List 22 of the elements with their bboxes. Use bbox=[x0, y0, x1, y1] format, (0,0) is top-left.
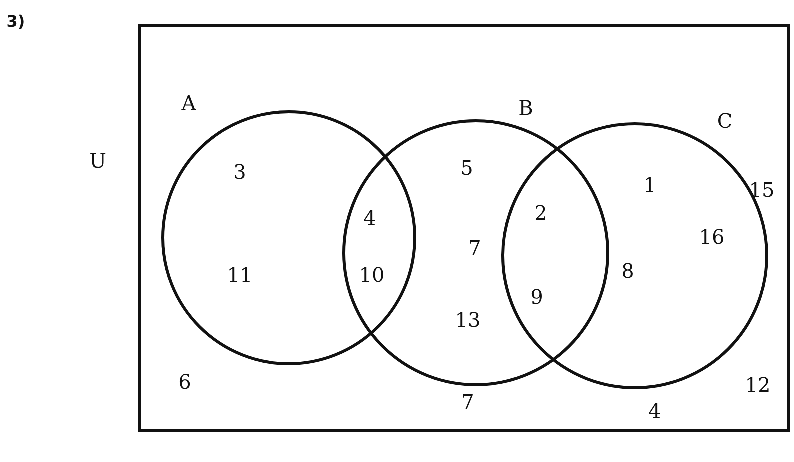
element-number: 4 bbox=[648, 400, 662, 422]
element-number: 2 bbox=[534, 202, 548, 224]
element-number: 11 bbox=[227, 264, 253, 286]
element-number: 9 bbox=[530, 286, 544, 308]
element-number: 6 bbox=[178, 371, 192, 393]
element-number: 4 bbox=[364, 207, 376, 229]
element-number: 8 bbox=[622, 260, 634, 282]
element-number: 3 bbox=[234, 161, 246, 183]
element-number: 15 bbox=[749, 179, 775, 201]
element-number: 1 bbox=[644, 174, 656, 196]
set-label: A bbox=[182, 92, 196, 114]
element-number: 7 bbox=[468, 237, 482, 259]
element-number: 7 bbox=[462, 391, 474, 413]
set-label: U bbox=[90, 150, 106, 172]
question-number: 3) bbox=[6, 11, 26, 33]
set-label: C bbox=[717, 110, 733, 132]
element-number: 12 bbox=[745, 374, 771, 396]
element-number: 10 bbox=[359, 264, 385, 286]
set-label: B bbox=[518, 97, 534, 119]
element-number: 16 bbox=[699, 226, 725, 248]
element-number: 13 bbox=[455, 309, 481, 331]
element-number: 5 bbox=[460, 157, 474, 179]
